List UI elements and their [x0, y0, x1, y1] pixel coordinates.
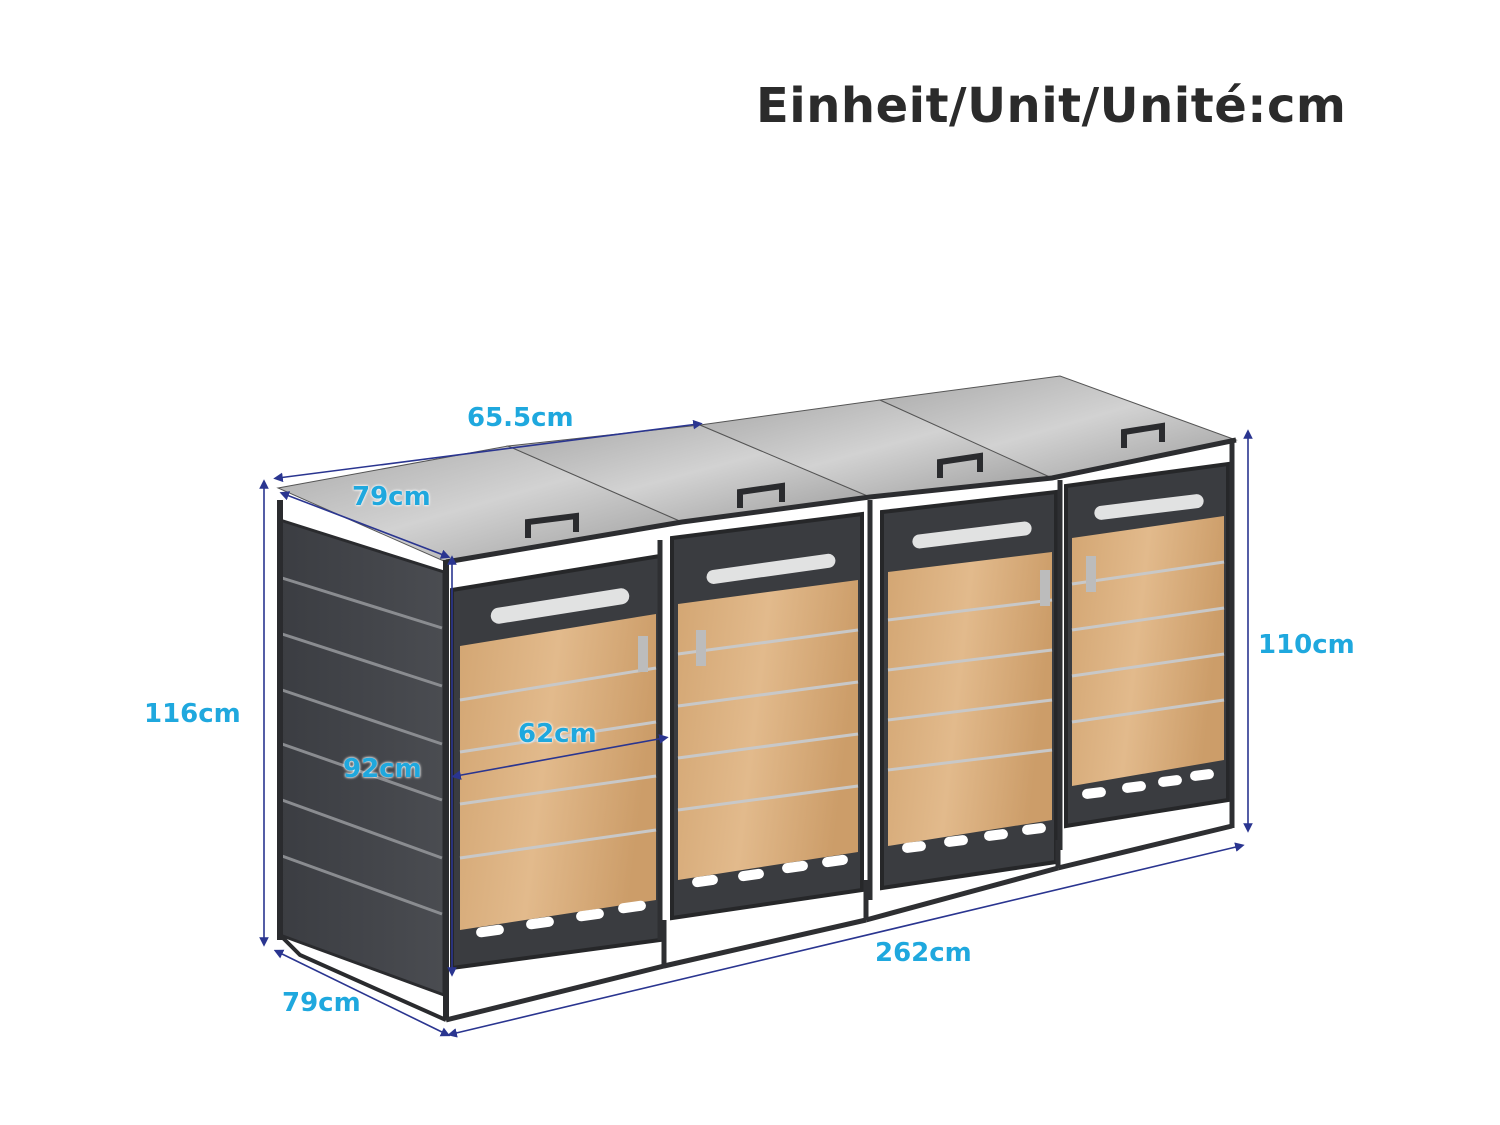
dim-line-62	[451, 734, 669, 780]
dim-line-79-bottom	[273, 949, 451, 1037]
lid-handles	[525, 422, 1165, 538]
dim-label-top-side-depth: 79cm	[352, 482, 431, 512]
dim-line-79-top	[279, 491, 451, 559]
door-1	[450, 553, 662, 971]
dim-label-total-height: 116cm	[144, 699, 241, 729]
door-3	[880, 489, 1058, 891]
unit-label: Einheit/Unit/Unité:cm	[756, 78, 1347, 134]
dim-label-inner-height: 92cm	[343, 754, 422, 784]
dim-label-front-height: 110cm	[1258, 630, 1355, 660]
dim-line-65-5	[273, 419, 703, 483]
dimension-lines	[259, 419, 1253, 1038]
dim-label-door-width: 62cm	[518, 719, 597, 749]
dim-line-262	[447, 842, 1245, 1038]
dim-label-bottom-depth: 79cm	[282, 988, 361, 1018]
door-2	[670, 511, 864, 921]
dim-label-top-depth: 65.5cm	[467, 403, 574, 433]
door-4	[1064, 461, 1230, 829]
dim-label-total-width: 262cm	[875, 938, 972, 968]
